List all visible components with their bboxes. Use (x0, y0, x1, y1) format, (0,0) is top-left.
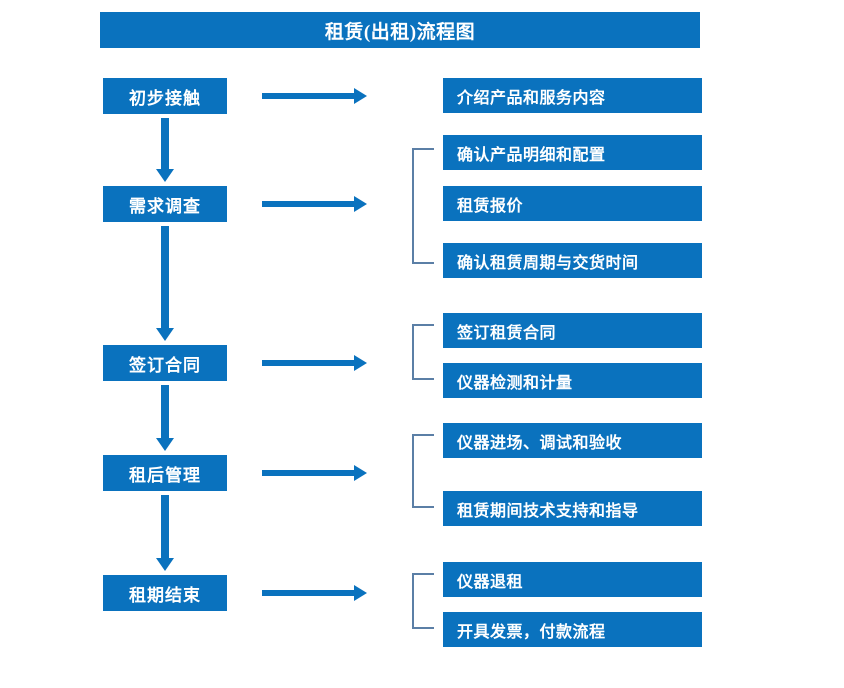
right-arrow-icon (262, 87, 367, 105)
right-arrow-icon (262, 464, 367, 482)
detail-box[interactable]: 确认租赁周期与交货时间 (443, 243, 702, 278)
detail-box[interactable]: 租赁期间技术支持和指导 (443, 491, 702, 526)
detail-box[interactable]: 仪器检测和计量 (443, 363, 702, 398)
stage-box[interactable]: 租期结束 (103, 575, 227, 611)
bracket-group-5 (412, 573, 434, 629)
detail-box[interactable]: 开具发票，付款流程 (443, 612, 702, 647)
bracket-group-2 (412, 148, 434, 264)
page-title: 租赁(出租)流程图 (100, 12, 700, 48)
down-arrow-icon (155, 495, 175, 571)
stage-box[interactable]: 初步接触 (103, 78, 227, 114)
down-arrow-icon (155, 118, 175, 182)
stage-box[interactable]: 需求调查 (103, 186, 227, 222)
bracket-group-4 (412, 434, 434, 508)
detail-box[interactable]: 仪器退租 (443, 562, 702, 597)
detail-box[interactable]: 仪器进场、调试和验收 (443, 423, 702, 458)
down-arrow-icon (155, 385, 175, 451)
detail-box[interactable]: 介绍产品和服务内容 (443, 78, 702, 113)
stage-box[interactable]: 签订合同 (103, 345, 227, 381)
detail-box[interactable]: 租赁报价 (443, 186, 702, 221)
right-arrow-icon (262, 195, 367, 213)
detail-box[interactable]: 确认产品明细和配置 (443, 135, 702, 170)
right-arrow-icon (262, 584, 367, 602)
bracket-group-3 (412, 324, 434, 380)
right-arrow-icon (262, 354, 367, 372)
stage-box[interactable]: 租后管理 (103, 455, 227, 491)
detail-box[interactable]: 签订租赁合同 (443, 313, 702, 348)
down-arrow-icon (155, 226, 175, 341)
